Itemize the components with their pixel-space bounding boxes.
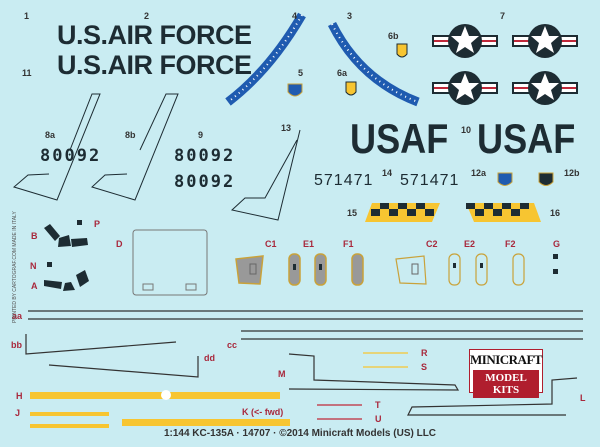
label-m: M	[278, 369, 286, 379]
label-s: S	[421, 362, 428, 372]
label-a: A	[31, 281, 38, 291]
yellow-stripe-k	[122, 419, 290, 426]
decal-number: 3	[347, 11, 353, 21]
decal-number: 7	[500, 11, 506, 21]
decal-number: 11	[22, 68, 32, 78]
decal-number: 2	[144, 11, 150, 21]
decal-number: 1	[24, 11, 30, 21]
label-c1: C1	[265, 239, 277, 249]
checker-patch-16	[466, 203, 541, 222]
serial-8a: 80092	[40, 146, 102, 166]
label-aa: aa	[12, 311, 23, 321]
roundel-icon	[512, 71, 578, 105]
stripe-lines	[25, 310, 583, 416]
tail-outline-8a	[12, 93, 101, 201]
decal-number: 15	[347, 208, 358, 218]
logo-line-2: MODEL KITS	[473, 370, 539, 398]
decal-number: 12b	[564, 168, 580, 178]
usaf-marking: USAF	[477, 115, 576, 162]
label-f1: F1	[343, 239, 354, 249]
tail-number: 571471	[400, 172, 460, 189]
decal-number: 10	[461, 125, 472, 135]
minicraft-logo: MINICRAFT MODEL KITS	[469, 349, 543, 398]
decal-number: 6b	[388, 31, 399, 41]
logo-line-1: MINICRAFT	[470, 352, 543, 367]
label-cc: cc	[227, 340, 238, 350]
us-air-force-marking: U.S.AIR FORCE	[57, 20, 252, 50]
printer-credit: PRINTED BY CARTOGRAF.COM MADE IN ITALY	[12, 211, 18, 323]
door-e2-a	[448, 253, 461, 286]
roundel-icon	[512, 24, 578, 58]
label-h: H	[16, 391, 23, 401]
label-u: U	[375, 414, 382, 424]
decal-number: 4	[292, 11, 298, 21]
decal-number: 5	[298, 68, 304, 78]
decal-number: 13	[281, 123, 292, 133]
door-c2	[395, 255, 427, 285]
checker-patch-15	[365, 203, 440, 222]
label-c2: C2	[426, 239, 438, 249]
label-j: J	[15, 408, 21, 418]
label-e1: E1	[303, 239, 315, 249]
label-p: P	[94, 219, 101, 229]
label-b: B	[31, 231, 38, 241]
label-l: L	[580, 393, 586, 403]
label-f2: F2	[505, 239, 516, 249]
us-air-force-marking: U.S.AIR FORCE	[57, 50, 252, 80]
label-r: R	[421, 348, 428, 358]
label-bb: bb	[11, 340, 22, 350]
label-t: T	[375, 400, 381, 410]
label-n: N	[30, 261, 37, 271]
label-e2: E2	[464, 239, 476, 249]
yellow-stripe-j1	[30, 412, 109, 416]
label-k: K (<- fwd)	[242, 407, 284, 417]
shield-emblem-6a	[345, 81, 357, 96]
door-f1	[351, 253, 364, 286]
roundel-icon	[432, 24, 498, 58]
yellow-stripe-h	[30, 392, 280, 399]
usaf-marking: USAF	[350, 115, 449, 162]
decal-number: 12a	[471, 168, 487, 178]
door-e2-b	[475, 253, 488, 286]
label-dd: dd	[204, 353, 215, 363]
decal-number: 6a	[337, 68, 348, 78]
decal-number: 9	[198, 130, 204, 140]
door-f2	[512, 253, 525, 286]
decal-number: 8b	[125, 130, 136, 140]
label-d: D	[116, 239, 123, 249]
tail-number: 571471	[314, 172, 374, 189]
roundel-icon	[432, 71, 498, 105]
decal-number: 8a	[45, 130, 56, 140]
label-g: G	[553, 239, 561, 249]
yellow-stripe-j2	[30, 424, 109, 428]
serial-9: 80092	[174, 172, 236, 192]
decal-number: 14	[382, 168, 393, 178]
shield-emblem-5	[287, 83, 303, 97]
shield-emblem-12a	[497, 172, 513, 186]
windscreen-decals	[44, 220, 89, 291]
tail-outline-13	[230, 129, 301, 221]
decal-g	[553, 254, 558, 259]
door-outline-d	[132, 229, 208, 296]
sheet-footer: 1:144 KC-135A · 14707 · ©2014 Minicraft …	[163, 428, 437, 439]
shield-emblem-6b	[396, 43, 408, 58]
tail-outline-8b	[91, 93, 179, 201]
shield-emblem-12b	[538, 172, 554, 186]
serial-9: 80092	[174, 146, 236, 166]
decal-number: 16	[550, 208, 561, 218]
star-stripe-3	[327, 21, 420, 107]
